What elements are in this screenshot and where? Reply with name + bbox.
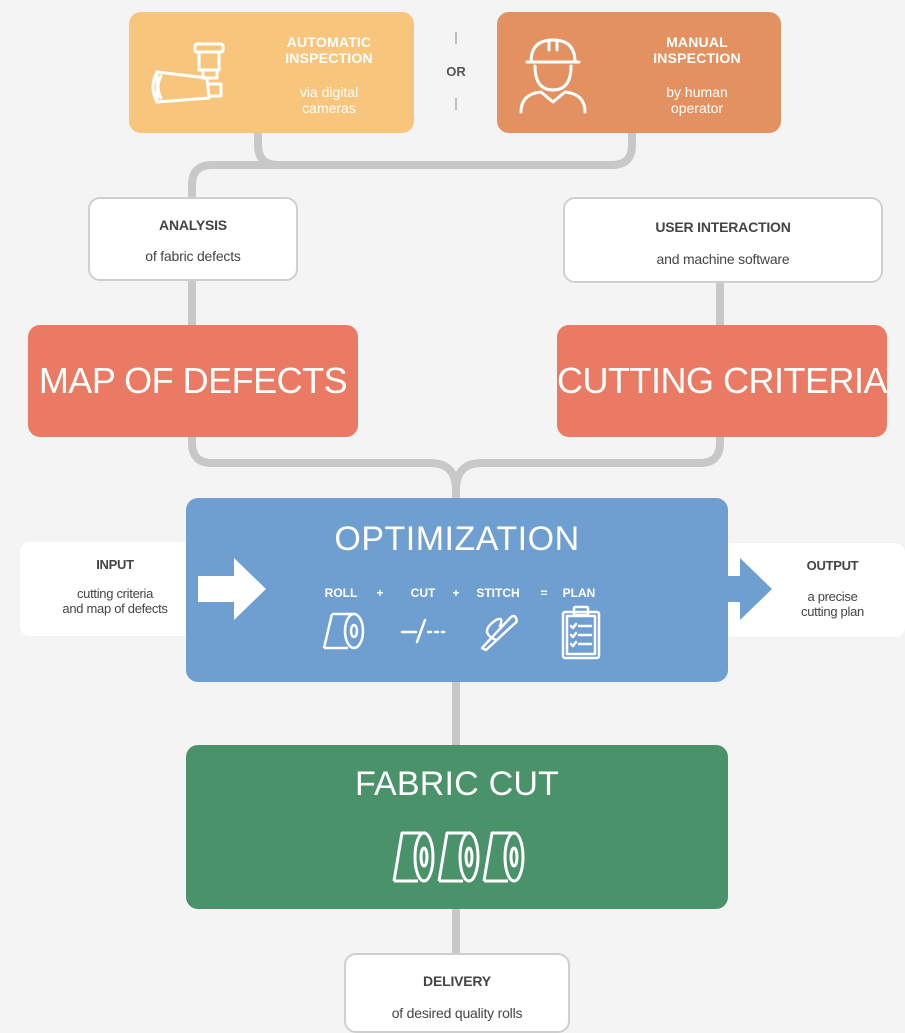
or-label: OR <box>446 64 466 79</box>
analysis-subtitle: of fabric defects <box>145 248 241 264</box>
or-divider-top <box>455 32 457 44</box>
analysis-box: ANALYSIS of fabric defects <box>88 197 298 281</box>
map-of-defects-box: MAP OF DEFECTS <box>28 325 358 437</box>
map-of-defects-label: MAP OF DEFECTS <box>38 360 348 401</box>
user-interaction-title: USER INTERACTION <box>655 219 791 235</box>
eq-plus-1: + <box>376 586 384 600</box>
input-arrow-icon <box>198 558 266 620</box>
eq-roll: ROLL <box>324 586 358 600</box>
eq-equals: = <box>540 586 548 600</box>
fabric-cut-title: FABRIC CUT <box>354 765 560 803</box>
input-title: INPUT <box>96 557 134 572</box>
delivery-title: DELIVERY <box>423 973 491 989</box>
roll-icon <box>322 612 365 650</box>
eq-stitch: STITCH <box>476 586 520 600</box>
worker-icon <box>519 38 587 114</box>
optimization-title: OPTIMIZATION <box>334 520 580 558</box>
eq-cut: CUT <box>410 586 436 600</box>
optimization-box: OPTIMIZATION ROLL + CUT + STITCH = PLAN <box>186 498 728 682</box>
cut-line-icon <box>400 618 446 644</box>
cutting-criteria-box: CUTTING CRITERIA <box>557 325 888 437</box>
or-divider-bottom <box>455 98 457 110</box>
eq-plus-2: + <box>452 586 460 600</box>
delivery-box: DELIVERY of desired quality rolls <box>344 953 570 1033</box>
fabric-cut-box: FABRIC CUT <box>186 745 728 909</box>
analysis-title: ANALYSIS <box>159 217 227 233</box>
delivery-subtitle: of desired quality rolls <box>391 1005 523 1021</box>
user-interaction-subtitle: and machine software <box>656 251 790 267</box>
output-arrow-icon <box>704 558 772 620</box>
user-interaction-box: USER INTERACTION and machine software <box>563 197 883 283</box>
needle-icon <box>480 614 518 652</box>
clipboard-icon <box>561 605 601 660</box>
cutting-criteria-label: CUTTING CRITERIA <box>557 360 888 401</box>
output-title: OUTPUT <box>806 558 859 573</box>
fabric-rolls-icon <box>392 831 525 883</box>
camera-icon <box>151 42 225 104</box>
eq-plan: PLAN <box>562 586 596 600</box>
